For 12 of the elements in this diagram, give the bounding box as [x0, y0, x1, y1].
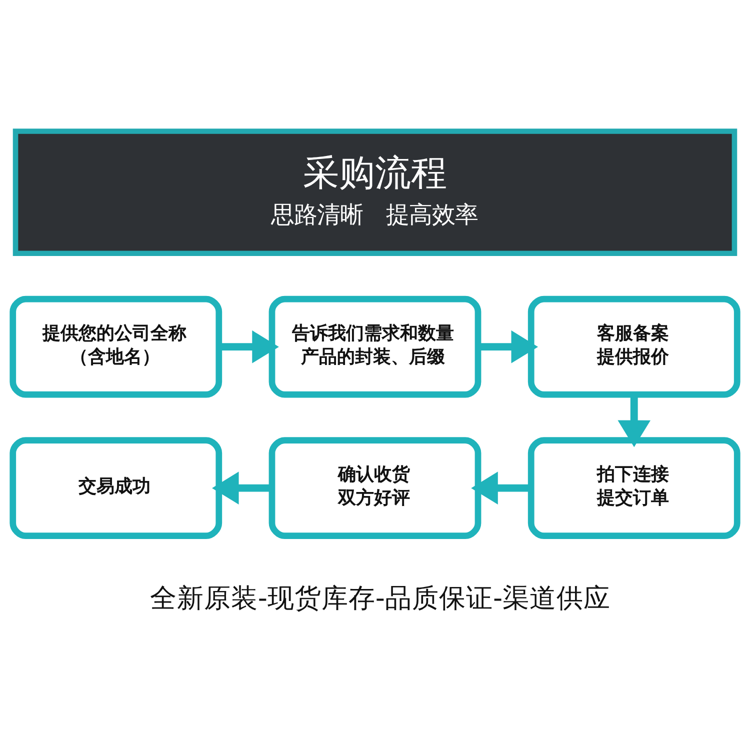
node-box: 采购流程 思路清晰 提高效率	[12, 128, 738, 256]
arrow	[478, 330, 538, 363]
label: 全新原装-现货库存-品质保证-渠道供应	[150, 582, 611, 614]
node-box: 交易成功	[10, 436, 222, 539]
node-box: 客服备案 提供报价	[528, 295, 740, 398]
node-box: 提供您的公司全称 （含地名）	[10, 295, 222, 398]
node-box: 拍下连接 提交订单	[528, 436, 740, 539]
arrow	[219, 330, 279, 363]
node-box: 确认收货 双方好评	[268, 436, 482, 539]
arrow	[212, 471, 272, 504]
arrow	[471, 471, 531, 504]
node-box: 告诉我们需求和数量 产品的封装、后缀	[268, 295, 482, 398]
